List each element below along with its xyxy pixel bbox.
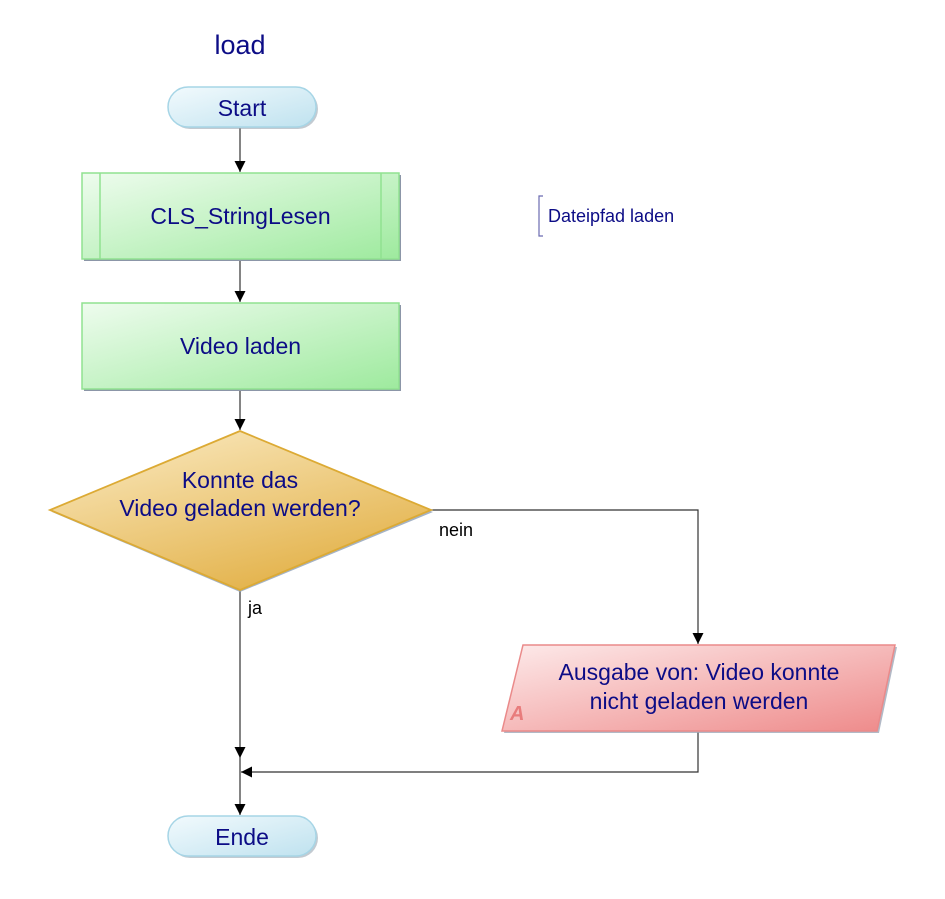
diagram-title: load: [214, 30, 266, 60]
decision-label-line2: Video geladen werden?: [119, 495, 361, 521]
connectors: [234, 128, 704, 815]
subroutine-label: CLS_StringLesen: [150, 203, 331, 229]
edge-decision-no: [431, 509, 704, 644]
output-marker-icon: A: [510, 703, 525, 725]
output-label-line1: Ausgabe von: Video konnte: [558, 659, 840, 685]
decision-node[interactable]: [47, 430, 434, 592]
output-node[interactable]: [501, 644, 897, 733]
decision-label-line1: Konnte das: [181, 467, 299, 493]
end-label: Ende: [215, 824, 269, 850]
start-node[interactable]: [167, 86, 318, 129]
end-node[interactable]: [167, 815, 318, 858]
start-label: Start: [217, 95, 267, 121]
edge-output-to-merge: [241, 732, 699, 778]
comment-bracket: [538, 195, 543, 237]
comment-text: Dateipfad laden: [548, 206, 675, 226]
output-label-line2: nicht geladen werden: [589, 688, 809, 714]
subroutine-node[interactable]: [81, 172, 401, 261]
edge-label-no: nein: [439, 520, 474, 540]
process-label: Video laden: [179, 333, 302, 359]
edge-label-yes: ja: [248, 598, 263, 618]
process-node[interactable]: [81, 302, 401, 391]
